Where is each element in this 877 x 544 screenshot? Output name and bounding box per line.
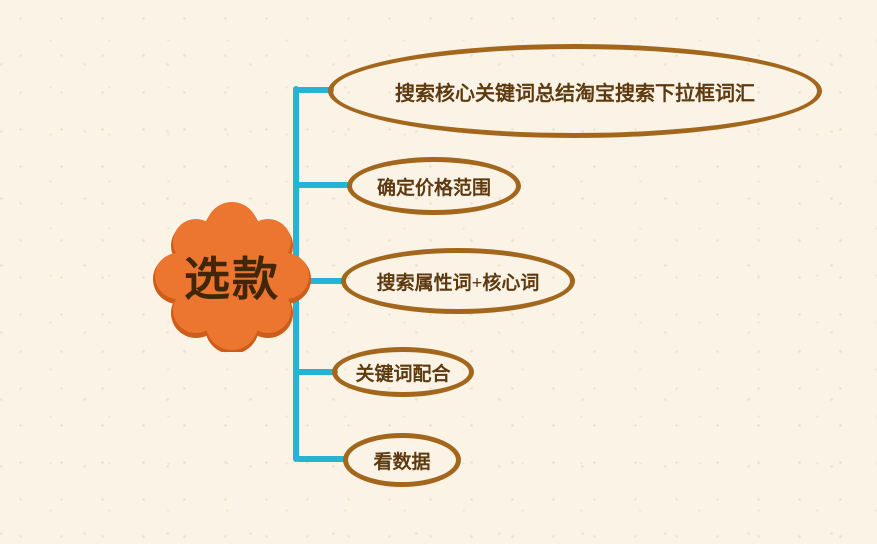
branch-topic-5[interactable]: 看数据 xyxy=(343,433,461,487)
branch-topic-3[interactable]: 搜索属性词+核心词 xyxy=(341,248,575,314)
branch-topic-4-label: 关键词配合 xyxy=(355,363,451,385)
branch-topic-3-label: 搜索属性词+核心词 xyxy=(376,272,540,294)
branch-connector-5 xyxy=(296,456,348,462)
branch-connector-1 xyxy=(296,87,334,93)
branch-connector-4 xyxy=(296,369,338,375)
branch-topic-5-label: 看数据 xyxy=(373,451,431,473)
root-topic[interactable]: 选款 xyxy=(152,200,312,352)
branch-topic-2[interactable]: 确定价格范围 xyxy=(347,157,521,215)
branch-topic-4[interactable]: 关键词配合 xyxy=(332,347,474,397)
branch-topic-1-label: 搜索核心关键词总结淘宝搜索下拉框词汇 xyxy=(395,82,755,105)
branch-connector-3 xyxy=(296,278,346,284)
root-topic-label: 选款 xyxy=(184,254,280,305)
branch-connector-2 xyxy=(296,182,352,188)
branch-topic-2-label: 确定价格范围 xyxy=(376,177,491,199)
cloud-shape-icon xyxy=(153,202,311,352)
branch-topic-1[interactable]: 搜索核心关键词总结淘宝搜索下拉框词汇 xyxy=(328,44,822,138)
